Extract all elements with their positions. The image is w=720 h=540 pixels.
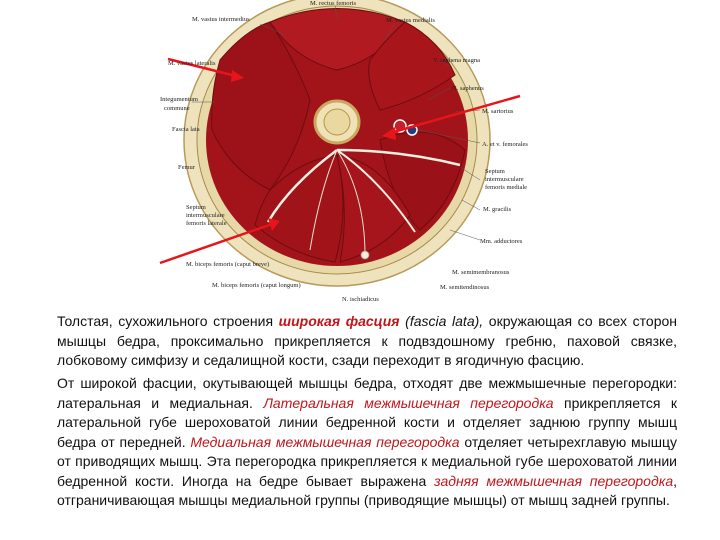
muscle-semimembranosus: [336, 154, 411, 263]
p2-text-2: прикрепляется к латеральной губе шерохов…: [57, 394, 677, 450]
p1-text-1: Толстая, сухожильного строения: [57, 313, 279, 329]
p2-text-3: отделяет четырехглавую мышцу от приводящ…: [57, 433, 677, 489]
label-n-saphenus: N. saphenus: [452, 85, 484, 92]
p1-latin-term: (fascia lata),: [405, 313, 484, 329]
leader-lines: [192, 5, 481, 241]
label-adductores: Mm. adductores: [480, 238, 523, 245]
label-vastus-lateralis: M. vastus lateralis: [168, 60, 216, 67]
arrowhead-lateral-upper: [231, 70, 244, 82]
label-rectus-femoris: M. rectus femoris: [310, 0, 357, 7]
label-septum-medial-1: Septum: [485, 168, 505, 175]
sciatic-nerve: [360, 250, 370, 260]
label-n-ischiadicus: N. ischiadicus: [342, 296, 379, 303]
arrow-lateral-upper: [167, 57, 237, 78]
label-septum-medial-2: intermusculare: [485, 176, 524, 183]
paragraph-fascia-lata: Толстая, сухожильного строения широкая ф…: [57, 312, 677, 371]
label-septum-medial-3: femoris mediale: [485, 184, 527, 191]
label-gracilis: M. gracilis: [483, 206, 512, 213]
septum-lateral-line: [266, 148, 338, 223]
label-septum-lateral-2: intermusculare: [186, 212, 225, 219]
label-vastus-intermedius: M. vastus intermedius: [192, 16, 250, 23]
label-biceps-longum: M. biceps femoris (caput longum): [212, 282, 301, 289]
label-semitendinosus: M. semitendinosus: [440, 284, 490, 291]
muscle-biceps-femoris: [254, 154, 344, 263]
red-arrows: [159, 57, 521, 265]
label-septum-lateral-1: Septum: [186, 204, 206, 211]
septum-fan-1: [309, 149, 338, 251]
arrowhead-medial: [382, 127, 396, 140]
arrow-lateral-lower: [159, 222, 273, 265]
paragraph-intermuscular-septa: От широкой фасции, окутывающей мышцы бед…: [57, 374, 677, 511]
label-femoral-vessels: A. et v. femorales: [482, 141, 528, 148]
label-biceps-brevis: M. biceps femoris (caput breve): [186, 261, 269, 268]
p1-text-3: окружающая со всех сторон мышцы бедра, п…: [57, 313, 677, 368]
label-saphena-magna: V. saphena magna: [433, 57, 480, 64]
thigh-cross-section-illustration: M. rectus femoris M. vastus intermedius …: [159, 0, 528, 303]
label-septum-lateral-3: femoris laterale: [186, 220, 227, 227]
septum-medial-line: [336, 148, 461, 167]
label-sartorius: M. sartorius: [482, 108, 514, 115]
label-commune: commune: [164, 105, 190, 112]
septum-fan-2: [336, 149, 366, 256]
arrowhead-lateral-lower: [268, 218, 280, 231]
p2-highlight-lateral-septum: Латеральная межмышечная перегородка: [263, 394, 554, 411]
p1-highlight-fascia-lata: широкая фасция: [278, 313, 400, 329]
label-femur: Femur: [178, 164, 196, 171]
arrow-medial: [389, 94, 521, 135]
muscle-vastus-lateralis: [211, 21, 311, 191]
muscle-vastus-medialis: [368, 21, 456, 111]
septum-posterior-line: [336, 149, 416, 233]
femur-marrow: [323, 108, 351, 136]
p2-highlight-posterior-septum: задняя межмышечная перегородка: [434, 472, 674, 489]
label-vastus-medialis: M. vastus medialis: [386, 17, 435, 24]
p2-text-1: От широкой фасции, окутывающей мышцы бед…: [57, 375, 677, 411]
p2-text-4: , отграничивающая мышцы медиальной групп…: [57, 472, 677, 509]
label-fascia-lata: Fascia lata: [172, 126, 200, 133]
label-integumentum: Integumentum: [160, 96, 198, 103]
label-semimembranosus: M. semimembranosus: [452, 269, 510, 276]
p2-highlight-medial-septum: Медиальная межмышечная перегородка: [190, 433, 460, 450]
